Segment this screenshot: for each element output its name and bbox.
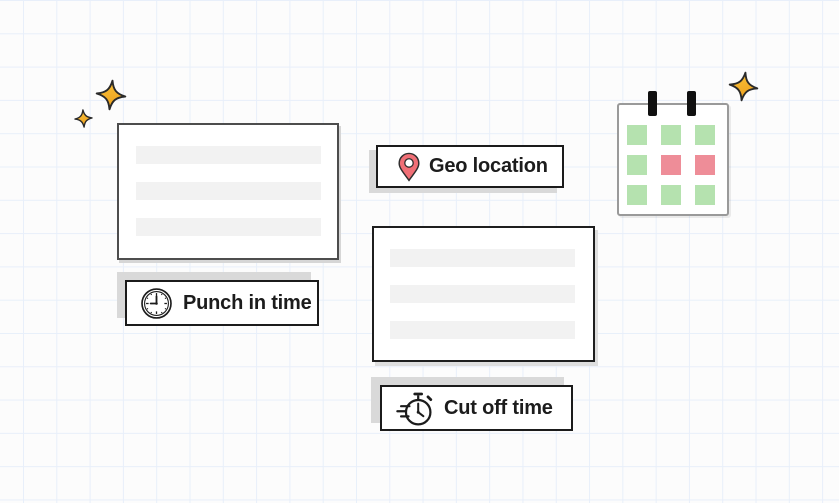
calendar-cell-green <box>695 185 715 205</box>
punch-in-time-label: Punch in time <box>125 280 319 326</box>
cut-off-time-text: Cut off time <box>444 396 553 419</box>
calendar-cell-red <box>695 155 715 175</box>
geo-location-label: Geo location <box>376 145 564 188</box>
sparkle-icon <box>728 71 759 102</box>
placeholder-line <box>136 182 321 200</box>
calendar-cell-green <box>661 125 681 145</box>
calendar-cell-green <box>661 185 681 205</box>
calendar-ring <box>687 91 696 116</box>
sparkle-icon <box>74 109 93 128</box>
stopwatch-icon <box>396 392 433 426</box>
sparkle-icon <box>95 79 127 111</box>
placeholder-line <box>390 321 575 339</box>
punch-in-time-text: Punch in time <box>183 291 312 314</box>
clock-icon <box>141 287 172 319</box>
placeholder-line <box>390 249 575 267</box>
calendar-ring <box>648 91 657 116</box>
cut-off-time-label: Cut off time <box>380 385 573 431</box>
calendar-graphic <box>617 91 729 216</box>
placeholder-card-middle <box>372 226 595 362</box>
calendar-cell-red <box>661 155 681 175</box>
calendar-cell-green <box>695 125 715 145</box>
placeholder-line <box>390 285 575 303</box>
location-pin-icon <box>398 152 420 182</box>
geo-location-text: Geo location <box>429 155 548 177</box>
calendar-cell-green <box>627 125 647 145</box>
placeholder-card-top <box>117 123 339 260</box>
calendar-grid <box>627 125 715 205</box>
placeholder-line <box>136 146 321 164</box>
placeholder-line <box>136 218 321 236</box>
calendar-cell-green <box>627 155 647 175</box>
calendar-cell-green <box>627 185 647 205</box>
